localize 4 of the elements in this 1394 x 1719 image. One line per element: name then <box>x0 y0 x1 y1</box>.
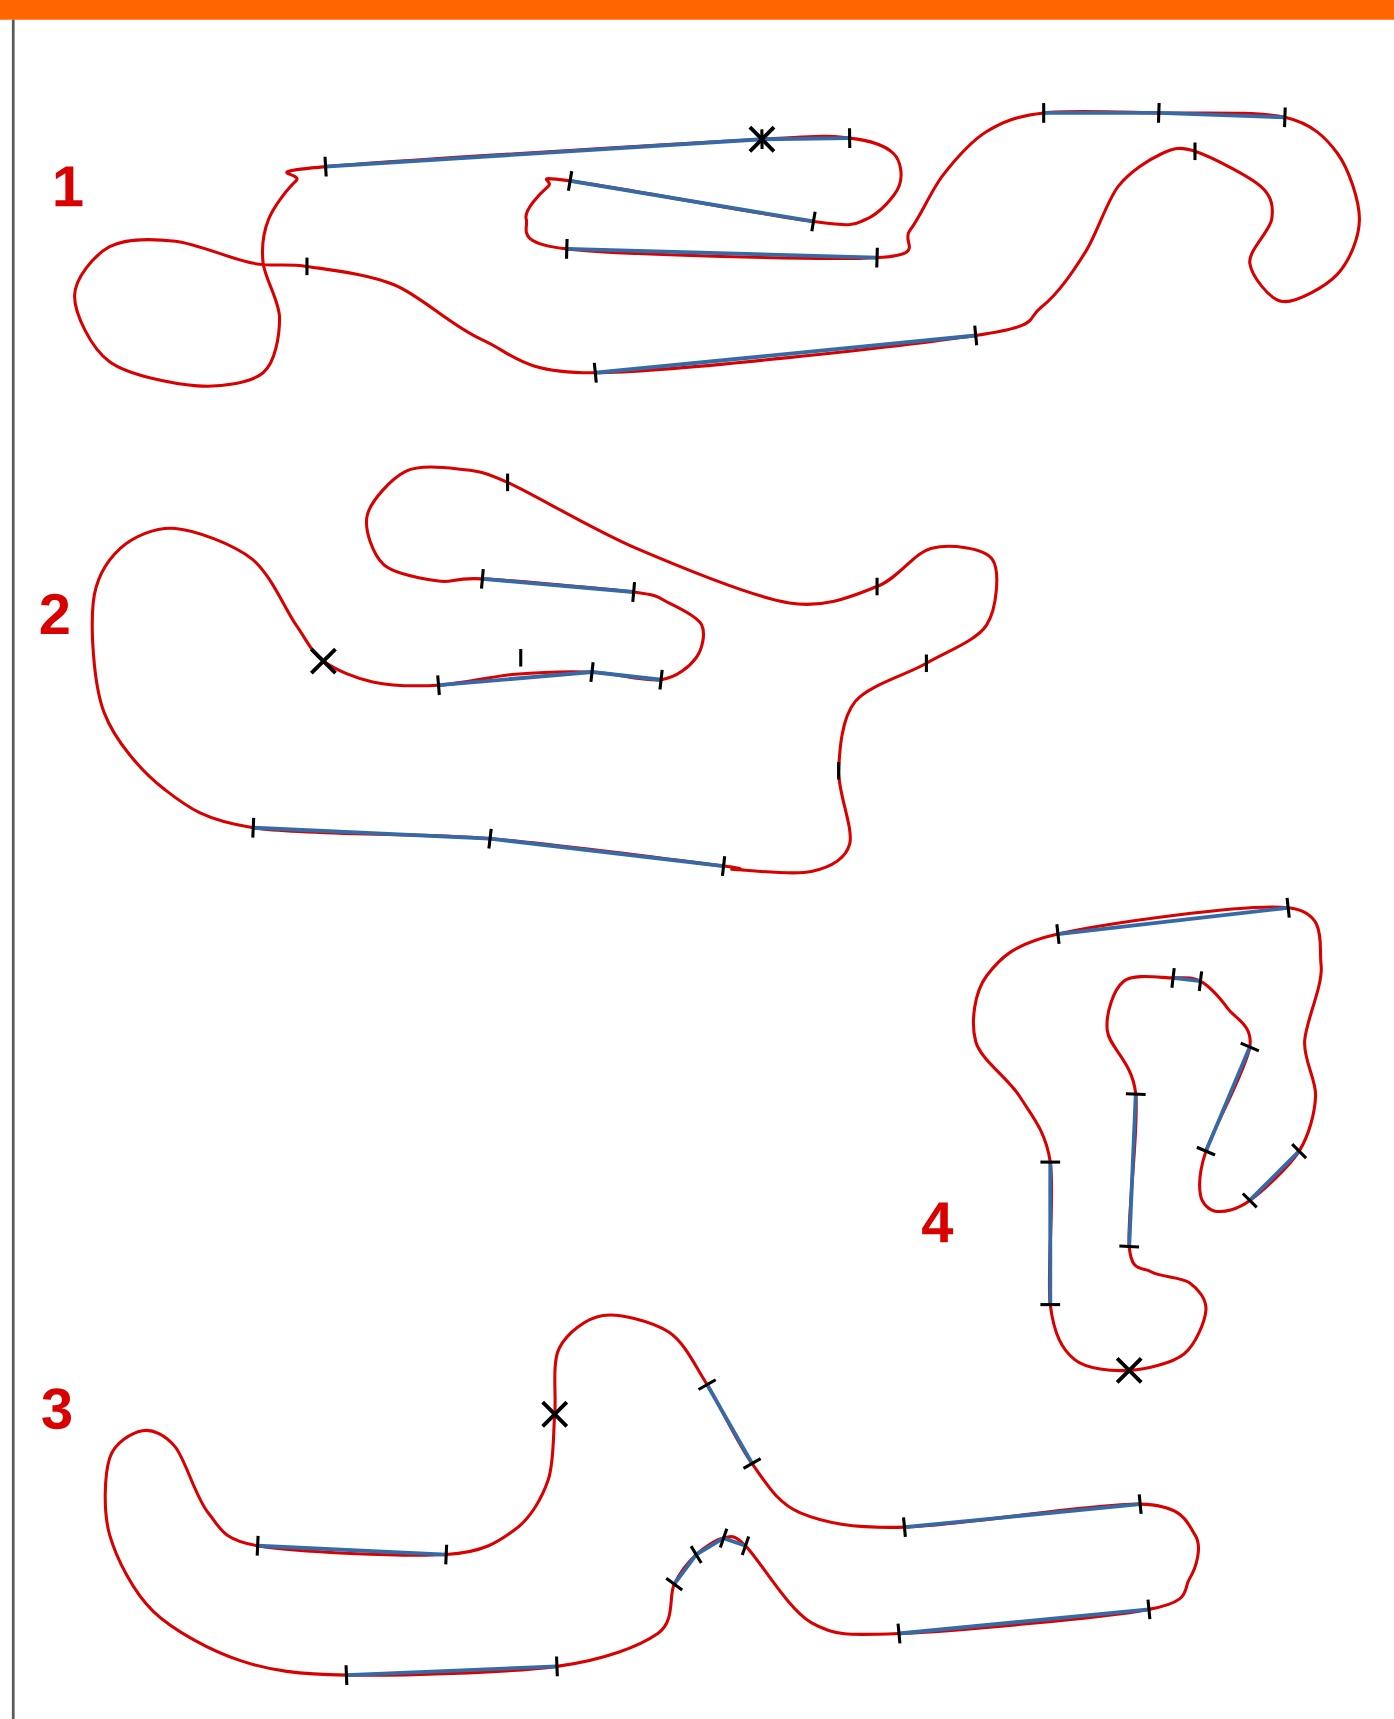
track-number: 4 <box>921 1202 953 1243</box>
track-number: 2 <box>40 593 69 635</box>
track-number: 3 <box>42 1388 71 1430</box>
track-number: 1 <box>55 166 83 207</box>
